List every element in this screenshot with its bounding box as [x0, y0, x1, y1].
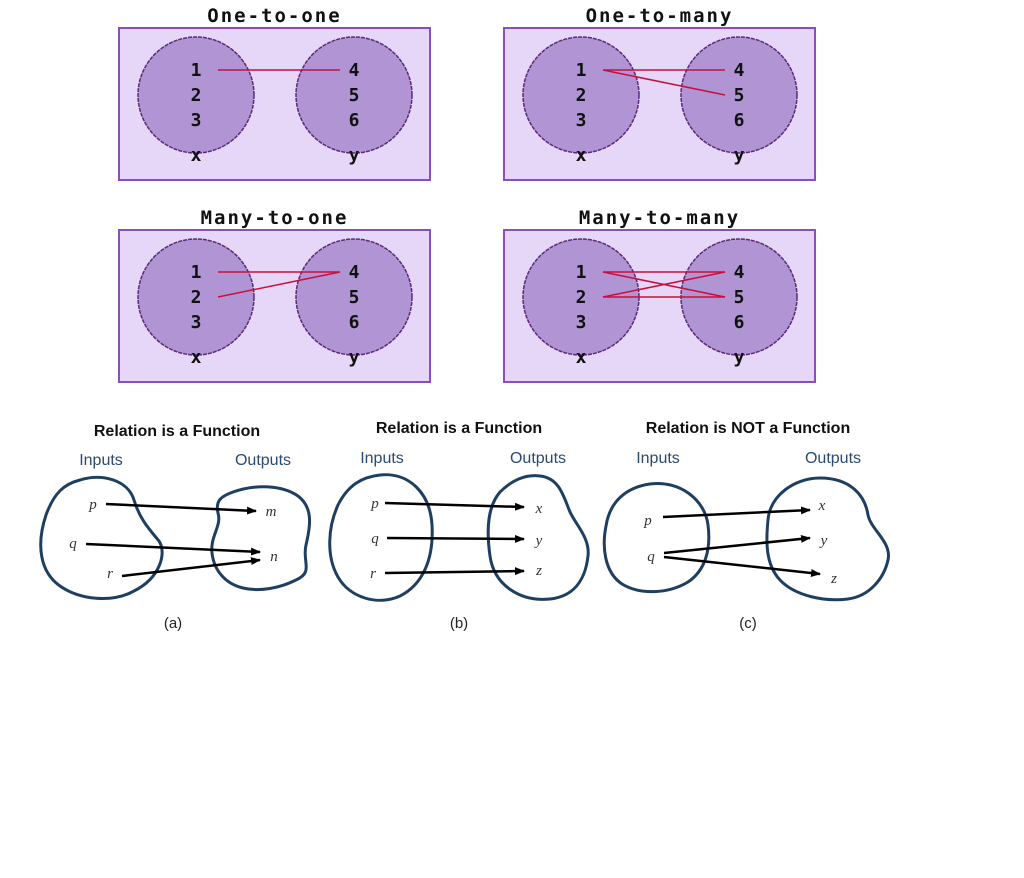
output-element: y: [534, 533, 543, 549]
inputs-label: Inputs: [360, 450, 404, 467]
codomain-value: 5: [734, 85, 745, 106]
domain-label: x: [576, 145, 587, 166]
output-element: n: [270, 549, 278, 565]
codomain-value: 4: [349, 262, 360, 283]
outputs-set-blob: [486, 474, 590, 601]
mapping-arrow: [121, 557, 261, 578]
mapping-link: [217, 271, 341, 298]
function-diagram-title: Relation is a Function: [376, 420, 542, 437]
domain-value: 1: [576, 262, 587, 283]
output-element: x: [818, 498, 826, 514]
input-element: q: [69, 536, 77, 552]
codomain-circle: [295, 36, 413, 154]
inputs-set-blob: [602, 482, 711, 594]
codomain-label: y: [349, 145, 360, 166]
function-diagram-title: Relation is NOT a Function: [646, 420, 850, 437]
domain-value: 2: [191, 287, 202, 308]
mapping-arrow: [662, 506, 811, 519]
diagram-caption: (c): [739, 615, 757, 632]
domain-value: 2: [576, 85, 587, 106]
inputs-label: Inputs: [79, 452, 123, 469]
domain-circle: [522, 36, 640, 154]
mapping-panel-2: Many-to-one 1 2 3 4 5 6 x y: [118, 207, 431, 383]
outputs-label: Outputs: [235, 452, 291, 469]
outputs-set-blob: [210, 485, 311, 592]
codomain-value: 6: [734, 312, 745, 333]
diagram-caption: (a): [164, 615, 182, 632]
mapping-arrow: [386, 534, 525, 543]
input-element: r: [370, 566, 376, 582]
outputs-label: Outputs: [510, 450, 566, 467]
inputs-set-blob: [39, 475, 164, 600]
output-element: z: [535, 563, 542, 579]
codomain-value: 6: [349, 110, 360, 131]
mapping-arrow: [384, 501, 525, 511]
domain-value: 2: [191, 85, 202, 106]
mapping-panel-title: Many-to-many: [579, 207, 740, 229]
input-element: r: [107, 566, 113, 582]
mapping-panel-title: One-to-many: [586, 5, 734, 27]
input-element: q: [647, 549, 655, 565]
inputs-label: Inputs: [636, 450, 680, 467]
domain-label: x: [576, 347, 587, 368]
mapping-panel-0: One-to-one 1 2 3 4 5 6 x y: [118, 5, 431, 181]
codomain-value: 4: [734, 262, 745, 283]
codomain-value: 5: [349, 287, 360, 308]
mapping-arrow: [663, 555, 821, 578]
mapping-panel-title: One-to-one: [207, 5, 341, 27]
function-diagram-title: Relation is a Function: [94, 423, 260, 440]
output-element: m: [266, 504, 277, 520]
codomain-value: 4: [734, 60, 745, 81]
mapping-arrow: [663, 534, 811, 555]
domain-label: x: [191, 347, 202, 368]
domain-value: 3: [191, 110, 202, 131]
codomain-value: 5: [349, 85, 360, 106]
mapping-panel-title: Many-to-one: [201, 207, 349, 229]
input-element: p: [370, 496, 379, 512]
domain-value: 1: [191, 60, 202, 81]
domain-value: 1: [576, 60, 587, 81]
mapping-panel-3: Many-to-many 1 2 3 4 5 6 x y: [503, 207, 816, 383]
codomain-circle: [295, 238, 413, 356]
codomain-value: 6: [349, 312, 360, 333]
codomain-value: 6: [734, 110, 745, 131]
input-element: q: [371, 531, 379, 547]
domain-value: 1: [191, 262, 202, 283]
input-element: p: [88, 497, 97, 513]
outputs-label: Outputs: [805, 450, 861, 467]
input-element: p: [643, 513, 652, 529]
codomain-value: 4: [349, 60, 360, 81]
mapping-link: [602, 271, 726, 298]
output-element: x: [535, 501, 543, 517]
outputs-set-blob: [765, 476, 890, 602]
domain-value: 3: [191, 312, 202, 333]
output-element: z: [830, 571, 837, 587]
mapping-arrow: [384, 567, 525, 576]
codomain-label: y: [349, 347, 360, 368]
codomain-label: y: [734, 347, 745, 368]
mapping-panel-1: One-to-many 1 2 3 4 5 6 x y: [503, 5, 816, 181]
domain-value: 3: [576, 110, 587, 131]
codomain-label: y: [734, 145, 745, 166]
domain-value: 3: [576, 312, 587, 333]
output-element: y: [819, 533, 828, 549]
mapping-arrow: [105, 502, 257, 515]
codomain-circle: [680, 36, 798, 154]
diagram-caption: (b): [450, 615, 468, 632]
domain-label: x: [191, 145, 202, 166]
mapping-link: [602, 69, 726, 96]
codomain-value: 5: [734, 287, 745, 308]
domain-circle: [137, 36, 255, 154]
inputs-set-blob: [328, 473, 434, 602]
domain-value: 2: [576, 287, 587, 308]
domain-circle: [137, 238, 255, 356]
mapping-arrow: [85, 542, 261, 556]
